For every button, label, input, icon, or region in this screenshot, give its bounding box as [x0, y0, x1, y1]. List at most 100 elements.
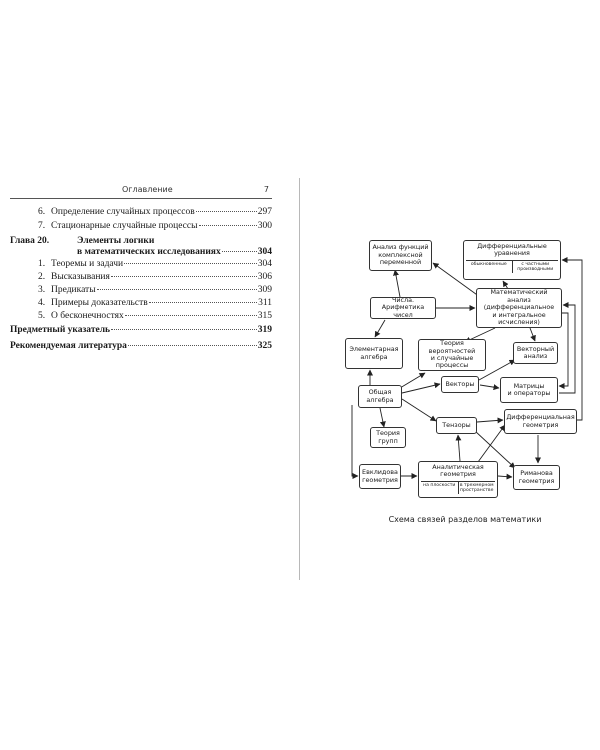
toc-entry[interactable]: 4. Примеры доказательств 311 — [38, 298, 272, 308]
math-branches-diagram: Анализ функций комплексной переменной Ди… — [330, 225, 595, 525]
edge-general-euclid — [351, 405, 359, 479]
toc-chapter-heading-line2[interactable]: в математических исследованиях 304 — [77, 247, 272, 257]
edge-analysis-vectoranalysis — [529, 327, 536, 342]
dot-leader — [148, 302, 258, 303]
toc-entry-page: 297 — [257, 207, 272, 217]
toc-subject-index[interactable]: Предметный указатель 319 — [10, 325, 272, 335]
edge-tensors-diffgeometry — [476, 417, 504, 424]
edge-analytic-diffgeometry — [477, 424, 506, 463]
chapter-title-line2: в математических исследованиях — [77, 247, 221, 257]
edge-general-groups — [379, 407, 386, 428]
node-differential-geometry: Дифференциальная геометрия — [504, 409, 577, 434]
node-label: Теория вероятностей и случайные процессы — [428, 339, 476, 370]
chapter-label: Глава 20. — [10, 236, 50, 246]
toc-chapter-heading[interactable]: Глава 20. Элементы логики — [10, 236, 272, 246]
node-subdivision: обыкновенные с частными производными — [466, 259, 559, 273]
node-matrices-operators: Матрицы и операторы — [500, 377, 558, 403]
node-group-theory: Теория групп — [370, 427, 406, 448]
edge-numbers-elemalgebra — [374, 319, 386, 338]
toc-entry[interactable]: 5. О бесконечностях 315 — [38, 311, 272, 321]
node-label: Числа. Арифметика чисел — [381, 295, 425, 319]
toc-entry-text: Определение случайных процессов — [51, 207, 195, 217]
edge-general-probability — [399, 372, 426, 389]
edge-analysis-complex — [432, 262, 481, 298]
node-analytic-geometry: Аналитическая геометрия на плоскости в т… — [418, 461, 498, 498]
node-differential-equations: Дифференциальные уравнения обыкновенные … — [463, 240, 561, 280]
node-sublabel: в трехмерном пространстве — [457, 481, 496, 494]
dot-leader — [221, 251, 257, 252]
toc-entry[interactable]: 1. Теоремы и задачи 304 — [38, 259, 272, 269]
toc-literature[interactable]: Рекомендуемая литература 325 — [10, 341, 272, 351]
node-label: Математический анализ (дифференциальное … — [483, 288, 555, 327]
node-sublabel: на плоскости — [423, 482, 456, 488]
node-label: Матрицы и операторы — [507, 381, 551, 397]
edge-vectors-matrices — [479, 384, 500, 391]
node-vectors: Векторы — [441, 376, 479, 393]
toc-entry-page: 319 — [257, 325, 272, 335]
running-head-title: Оглавление — [122, 185, 173, 194]
chapter-title-line1: Элементы логики — [77, 236, 155, 246]
dot-leader — [124, 315, 257, 316]
edge-vectors-vectoranalysis — [478, 359, 516, 381]
node-label: Теория групп — [376, 429, 400, 445]
toc-entry-text: Рекомендуемая литература — [10, 341, 127, 351]
edge-analytic-riemann — [497, 473, 513, 480]
node-complex-analysis: Анализ функций комплексной переменной — [369, 240, 432, 271]
node-label: Тензоры — [442, 420, 471, 429]
toc-entry-text: Предметный указатель — [10, 325, 111, 335]
node-euclidean-geometry: Евклидова геометрия — [359, 464, 401, 489]
node-riemannian-geometry: Риманова геометрия — [513, 465, 560, 490]
toc-entry-page: 309 — [257, 285, 272, 295]
dot-leader — [124, 263, 257, 264]
node-probability: Теория вероятностей и случайные процессы — [418, 339, 486, 371]
node-vector-analysis: Векторный анализ — [513, 342, 558, 364]
edge-numbers-complex — [393, 269, 401, 298]
node-label: Риманова геометрия — [518, 469, 555, 485]
toc-entry-number: 1. — [38, 259, 46, 269]
toc-entry[interactable]: 6. Определение случайных процессов 297 — [38, 207, 272, 217]
node-elementary-algebra: Элементарная алгебра — [345, 338, 403, 369]
node-general-algebra: Общая алгебра — [358, 385, 402, 408]
toc-entry-page: 306 — [257, 272, 272, 282]
toc-entry-number: 5. — [38, 311, 46, 321]
edge-general-vectors — [401, 382, 441, 394]
node-label: Дифференциальная геометрия — [506, 413, 575, 429]
page-divider — [299, 178, 300, 580]
edge-tensors-riemann — [474, 430, 516, 469]
node-tensors: Тензоры — [436, 417, 477, 434]
diagram-connectors — [351, 257, 583, 480]
edge-analysis-matrices — [558, 312, 569, 389]
dot-leader — [110, 276, 257, 277]
node-label: Евклидова геометрия — [362, 468, 398, 484]
toc-entry[interactable]: 3. Предикаты 309 — [38, 285, 272, 295]
toc-entry-page: 300 — [257, 221, 272, 231]
toc-entry-text: Высказывания — [51, 272, 110, 282]
toc-entry[interactable]: 7. Стационарные случайные процессы 300 — [38, 221, 272, 231]
toc-entry-text: Предикаты — [51, 285, 96, 295]
dot-leader — [198, 225, 257, 226]
dot-leader — [127, 345, 257, 346]
running-head: Оглавление 7 — [10, 184, 272, 199]
node-sublabel: с частными производными — [511, 260, 559, 273]
toc-entry[interactable]: 2. Высказывания 306 — [38, 272, 272, 282]
diagram-caption: Схема связей разделов математики — [388, 515, 542, 524]
edge-general-tensors — [401, 398, 437, 422]
node-numbers: Числа. Арифметика чисел — [370, 295, 436, 319]
toc-entry-number: 2. — [38, 272, 46, 282]
toc-entry-number: 3. — [38, 285, 46, 295]
toc-entry-page: 325 — [257, 341, 272, 351]
table-of-contents: 6. Определение случайных процессов 297 7… — [10, 207, 272, 351]
toc-entry-text: О бесконечностях — [51, 311, 124, 321]
edge-matrices-analysis — [559, 302, 576, 394]
node-label: Векторный анализ — [516, 344, 555, 360]
node-subdivision: на плоскости в трехмерном пространстве — [421, 480, 496, 494]
node-label: Дифференциальные уравнения — [477, 242, 547, 258]
toc-entry-text: Теоремы и задачи — [51, 259, 124, 269]
chapter-page: 304 — [257, 247, 272, 257]
toc-entry-text: Стационарные случайные процессы — [51, 221, 198, 231]
node-label: Аналитическая геометрия — [432, 463, 484, 479]
node-label: Элементарная алгебра — [349, 345, 399, 361]
node-label: Общая алгебра — [366, 388, 394, 404]
edge-diffgeometry-diffeq — [561, 257, 583, 421]
toc-entry-page: 304 — [257, 259, 272, 269]
